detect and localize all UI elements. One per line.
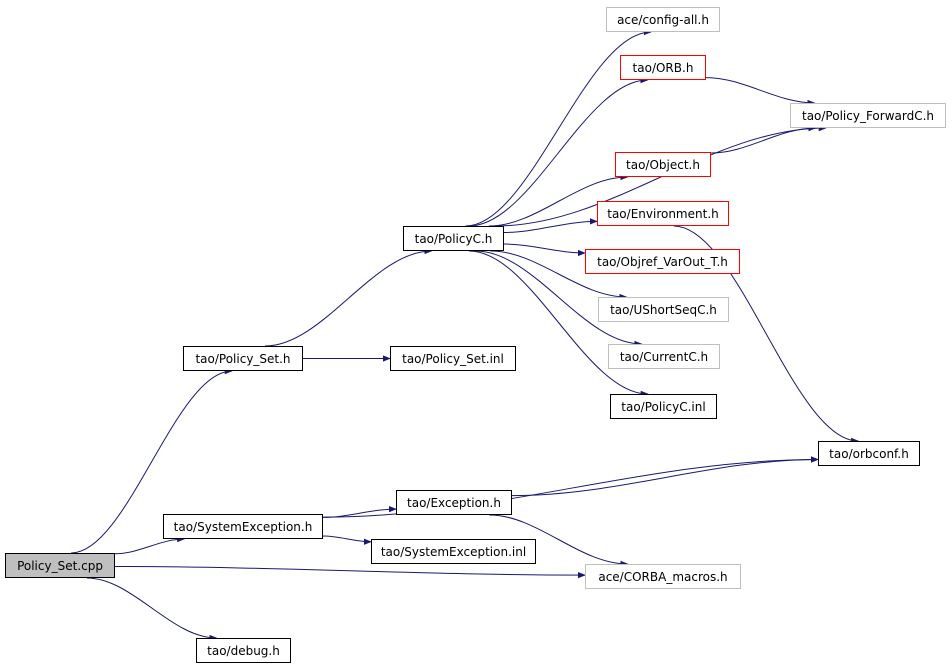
- node-tao-objref-varout-t-h[interactable]: tao/Objref_VarOut_T.h: [585, 249, 740, 274]
- edge-policyc-h-to-environment-h: [503, 218, 598, 233]
- edge-policyc-h-to-policy-forwardc-h: [495, 124, 827, 227]
- edge-policy-set-cpp-to-corba-macros-h: [114, 566, 586, 579]
- node-policy-set-cpp[interactable]: Policy_Set.cpp: [5, 553, 115, 578]
- node-ace-config-all-h[interactable]: ace/config-all.h: [606, 7, 720, 32]
- node-tao-policy-set-inl[interactable]: tao/Policy_Set.inl: [390, 346, 516, 371]
- edge-policy-set-cpp-to-policy-set-h: [71, 367, 233, 554]
- edge-policy-set-cpp-to-systemexception-h: [114, 535, 186, 555]
- node-tao-policyc-h[interactable]: tao/PolicyC.h: [403, 226, 504, 251]
- edge-exception-h-to-corba-macros-h: [489, 514, 629, 568]
- edge-policyc-h-to-currentc-h: [475, 250, 643, 348]
- edge-systemexception-h-to-orbconf-h: [322, 456, 819, 518]
- node-tao-environment-h[interactable]: tao/Environment.h: [597, 201, 729, 226]
- edge-policy-set-h-to-policyc-h: [264, 247, 433, 347]
- edge-policyc-h-to-ushortseqc-h: [490, 250, 628, 301]
- node-tao-policy-set-h[interactable]: tao/Policy_Set.h: [183, 346, 303, 371]
- node-tao-currentc-h[interactable]: tao/CurrentC.h: [608, 344, 720, 369]
- node-tao-ushortseqc-h[interactable]: tao/UShortSeqC.h: [598, 297, 729, 322]
- edge-policy-set-cpp-to-debug-h: [86, 577, 218, 642]
- node-tao-object-h[interactable]: tao/Object.h: [615, 152, 711, 177]
- edge-exception-h-to-orbconf-h: [511, 456, 819, 497]
- edge-policyc-h-to-objref-varout-t-h: [503, 243, 586, 257]
- edge-policyc-h-to-object-h: [488, 173, 629, 227]
- node-tao-orbconf-h[interactable]: tao/orbconf.h: [818, 441, 920, 466]
- edge-object-h-to-policy-forwardc-h: [710, 124, 817, 154]
- node-tao-exception-h[interactable]: tao/Exception.h: [396, 490, 512, 515]
- node-tao-orb-h[interactable]: tao/ORB.h: [620, 55, 706, 80]
- edge-systemexception-h-to-systemexception-inl: [322, 535, 372, 545]
- edge-policyc-h-to-orb-h: [468, 76, 649, 227]
- node-tao-systemexception-h[interactable]: tao/SystemException.h: [163, 514, 323, 539]
- edge-policyc-h-to-config-all-h: [465, 28, 652, 227]
- edge-systemexception-h-to-exception-h: [322, 505, 397, 518]
- node-tao-policyc-inl[interactable]: tao/PolicyC.inl: [610, 394, 717, 419]
- node-tao-debug-h[interactable]: tao/debug.h: [196, 638, 291, 663]
- edge-orb-h-to-policy-forwardc-h: [705, 77, 816, 107]
- node-tao-systemexception-inl[interactable]: tao/SystemException.inl: [371, 539, 536, 564]
- edge-environment-h-to-orbconf-h: [673, 225, 860, 445]
- edge-policyc-h-to-policyc-inl: [469, 250, 649, 398]
- node-tao-policy-forwardc-h[interactable]: tao/Policy_ForwardC.h: [790, 103, 946, 128]
- node-ace-corba-macros-h[interactable]: ace/CORBA_macros.h: [585, 564, 741, 589]
